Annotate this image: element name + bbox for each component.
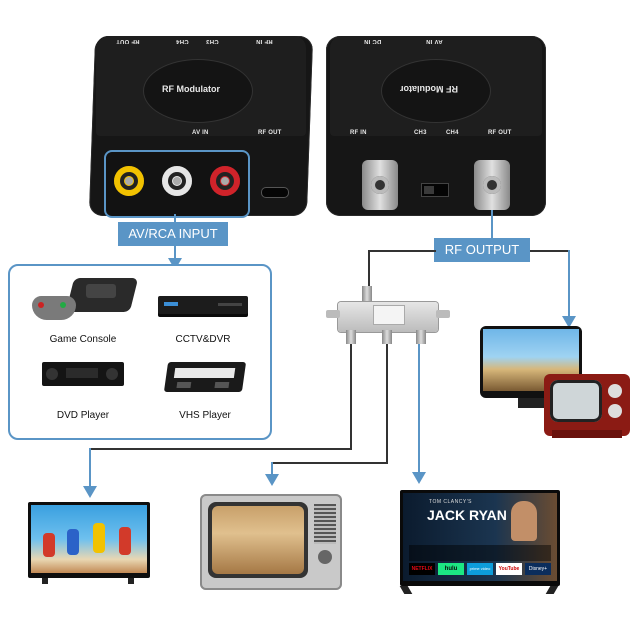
brand-label-left: RF Modulator	[162, 84, 220, 94]
cable-to-splitter-h	[368, 250, 436, 252]
top-label-ch3: CH3	[206, 38, 219, 44]
app-tile-youtube: YouTube	[496, 563, 522, 575]
front-label-ch3: CH3	[414, 130, 427, 136]
input-callout-line	[174, 214, 176, 224]
brand-oval-right: RF Modulator	[382, 60, 490, 122]
input-arrow-stem	[174, 246, 176, 260]
cable-split-2-drop	[271, 462, 273, 476]
source-label-cctv-dvr: CCTV&DVR	[175, 334, 231, 345]
micro-usb-port[interactable]	[262, 188, 288, 197]
rf-output-label: RF OUTPUT	[434, 238, 530, 262]
app-tile-disney: Disney+	[525, 563, 551, 575]
top-label-rf-out: RF OUT	[116, 38, 140, 44]
source-label-dvd-player: DVD Player	[56, 410, 110, 421]
cable-split-2-v	[386, 344, 388, 462]
cable-to-tvright-h	[530, 250, 570, 252]
rf-modulator-right-top: DC IN AV IN RF Modulator RF IN CH3 CH4 R…	[330, 36, 542, 136]
brand-label-right: RF Modulator	[400, 84, 458, 94]
cable-split-1-drop	[89, 448, 91, 488]
tv-bottom-right: TOM CLANCY'S JACK RYAN NETFLIX hulu prim…	[399, 490, 560, 594]
cable-split-3	[418, 344, 420, 474]
f-connector-rf-out[interactable]	[474, 160, 510, 210]
top-label-ch4: CH4	[176, 38, 189, 44]
rca-jack-yellow[interactable]	[114, 166, 144, 196]
cable-split-1-h	[90, 448, 352, 450]
top-label-av-in: AV IN	[426, 38, 443, 44]
app-tile-netflix: NETFLIX	[409, 563, 435, 575]
rf-modulator-left-top: RF OUT CH4 CH3 RF IN RF Modulator AV IN …	[96, 36, 306, 136]
rca-jack-red[interactable]	[210, 166, 240, 196]
tv-show-name: JACK RYAN	[427, 507, 507, 523]
dvd-player-image	[42, 362, 124, 386]
tv-show-title: TOM CLANCY'S	[429, 499, 472, 505]
cable-to-splitter-v	[368, 250, 370, 290]
tv-center-arrow-head	[265, 474, 279, 486]
front-label-av-in: AV IN	[192, 130, 209, 136]
vhs-player-image	[163, 362, 247, 392]
top-label-dc-in: DC IN	[364, 38, 382, 44]
cctv-dvr-image	[158, 296, 248, 314]
front-label-rf-in: RF IN	[350, 130, 367, 136]
front-label-rf-out: RF OUT	[258, 130, 282, 136]
f-connector-rf-in[interactable]	[362, 160, 398, 210]
tv-bottom-left	[28, 502, 150, 584]
sources-panel: Game Console CCTV&DVR DVD Player VHS Pla…	[8, 264, 272, 440]
rf-splitter	[326, 286, 450, 344]
av-rca-input-label: AV/RCA INPUT	[118, 222, 228, 246]
retro-tv-right	[544, 374, 630, 438]
cable-split-1-v	[350, 344, 352, 448]
cable-to-tvright-v	[568, 250, 570, 318]
rca-jack-white[interactable]	[162, 166, 192, 196]
tv-bottom-center	[200, 494, 342, 590]
app-tile-prime: prime video	[467, 563, 493, 575]
source-label-vhs-player: VHS Player	[179, 410, 231, 421]
game-console-image	[30, 274, 139, 328]
front-label-rf-out-right: RF OUT	[488, 130, 512, 136]
channel-switch[interactable]	[422, 184, 448, 196]
cable-split-2-h	[272, 462, 388, 464]
tvright-arrow-head	[562, 316, 576, 328]
app-tile-hulu: hulu	[438, 563, 464, 575]
output-callout-line	[491, 210, 493, 238]
front-label-ch4: CH4	[446, 130, 459, 136]
brand-oval-left: RF Modulator	[144, 60, 252, 122]
source-label-game-console: Game Console	[49, 334, 117, 345]
tv-left-arrow-head	[83, 486, 97, 498]
top-label-rf-in: RF IN	[256, 38, 273, 44]
rca-input-panel	[104, 150, 250, 218]
tv-right-arrow-head	[412, 472, 426, 484]
